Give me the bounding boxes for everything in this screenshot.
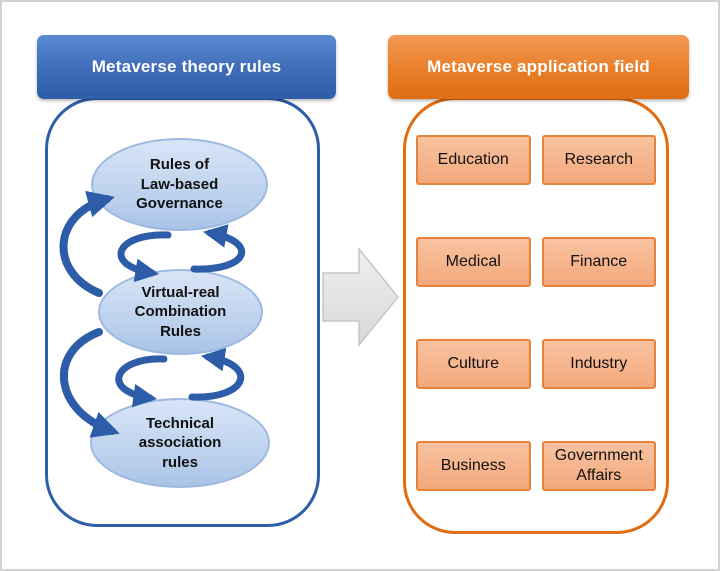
- application-panel-header: Metaverse application field: [388, 35, 689, 99]
- theory-panel-title: Metaverse theory rules: [91, 57, 282, 76]
- flow-arrow-right: [322, 246, 399, 348]
- application-panel-title: Metaverse application field: [427, 57, 650, 76]
- theory-panel-header: Metaverse theory rules: [37, 35, 336, 99]
- field-culture: Culture: [416, 339, 531, 389]
- node-technical-association: Technical association rules: [90, 398, 270, 488]
- field-government-affairs: Government Affairs: [541, 441, 656, 491]
- node-virtual-real-combination: Virtual-real Combination Rules: [98, 269, 263, 355]
- field-medical: Medical: [416, 237, 531, 287]
- field-industry: Industry: [541, 339, 656, 389]
- field-finance: Finance: [541, 237, 656, 287]
- field-research: Research: [541, 135, 656, 185]
- field-education: Education: [416, 135, 531, 185]
- node-law-based-governance: Rules of Law-based Governance: [91, 138, 268, 231]
- field-business: Business: [416, 441, 531, 491]
- application-fields-grid: Education Research Medical Finance Cultu…: [416, 135, 656, 491]
